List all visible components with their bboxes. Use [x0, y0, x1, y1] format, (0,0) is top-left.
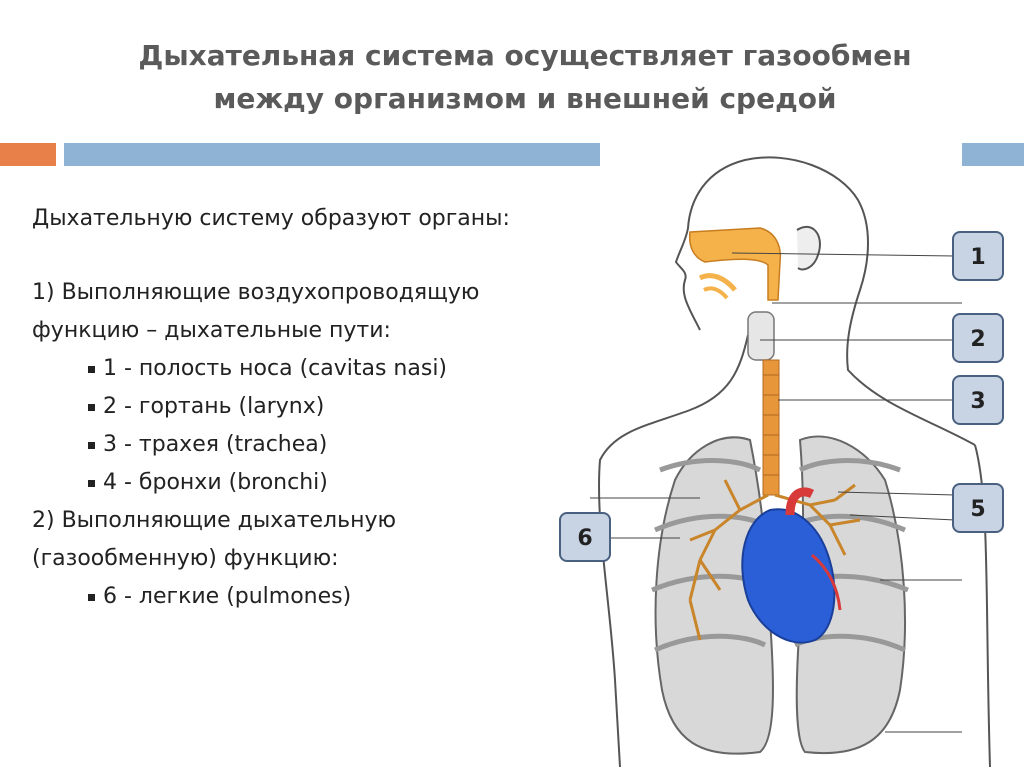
svg-text:1: 1: [970, 245, 985, 270]
larynx: [747, 311, 775, 361]
svg-text:5: 5: [970, 497, 985, 522]
body-outline-right: [974, 444, 991, 767]
bullet-icon: [88, 479, 95, 487]
bullet-icon: [88, 403, 95, 411]
list-item: 4 - бронхи (bronchi): [32, 464, 632, 502]
label-box-5: 5: [952, 483, 1004, 533]
group2-heading-line-1: 2) Выполняющие дыхательную: [32, 508, 397, 533]
pulmonary-vessel: [811, 553, 842, 611]
label-box-3: 3: [952, 375, 1004, 425]
list-item: 1 - полость носа (cavitas nasi): [32, 350, 632, 388]
aorta: [785, 487, 815, 516]
leader-line-5a: [837, 491, 956, 496]
bullet-icon: [88, 593, 95, 601]
bronchial-tree-right: [774, 483, 861, 556]
accent-bar-blue-right: [962, 143, 1024, 166]
title-line-1: Дыхательная система осуществляет газообм…: [138, 39, 912, 72]
rib: [798, 458, 901, 473]
oral-cavity: [703, 286, 729, 300]
accent-bar-orange: [0, 143, 56, 166]
accent-bar-blue-left: [64, 143, 600, 166]
ear-icon: [796, 225, 821, 271]
intro-text: Дыхательную систему образуют органы:: [32, 206, 510, 231]
svg-text:3: 3: [970, 389, 985, 414]
group2-heading-line-2: (газообменную) функцию:: [32, 546, 339, 571]
leader-line-1: [731, 252, 956, 257]
bullet-icon: [88, 365, 95, 373]
rib: [659, 458, 762, 473]
nasal-cavity: [688, 227, 782, 301]
bronchial-tree-left: [688, 479, 769, 641]
svg-text:6: 6: [577, 526, 592, 551]
trachea: [762, 359, 780, 496]
heart: [741, 508, 836, 644]
label-box-6: 6: [559, 512, 611, 562]
list-item: 3 - трахея (trachea): [32, 426, 632, 464]
group1-heading-line-1: 1) Выполняющие воздухопроводящую: [32, 280, 480, 305]
title-line-2: между организмом и внешней средой: [213, 82, 837, 115]
leader-line-5b: [849, 514, 956, 521]
oral-cavity: [698, 273, 737, 292]
group1-heading-line-2: функцию – дыхательные пути:: [32, 318, 391, 343]
respiratory-system-diagram: 1 2 3 5 6: [559, 156, 1004, 767]
body-outline: [597, 156, 976, 767]
list-item: 2 - гортань (larynx): [32, 388, 632, 426]
list-item: 6 - легкие (pulmones): [32, 578, 632, 616]
slide-body: Дыхательную систему образуют органы: 1) …: [32, 200, 632, 616]
slide-title: Дыхательная система осуществляет газообм…: [60, 34, 990, 120]
label-box-2: 2: [952, 313, 1004, 363]
label-box-1: 1: [952, 231, 1004, 281]
rib: [653, 633, 767, 653]
svg-text:2: 2: [970, 327, 985, 352]
bullet-icon: [88, 441, 95, 449]
